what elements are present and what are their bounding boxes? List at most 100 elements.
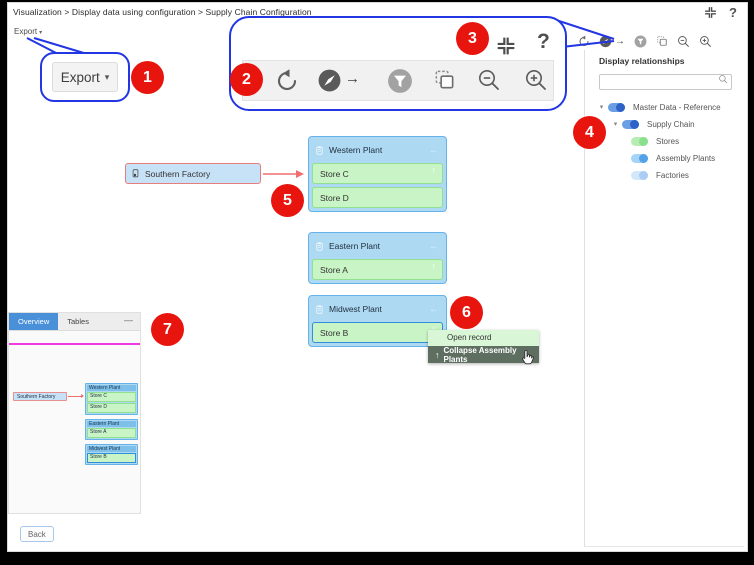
diagram-toolbar: → (578, 31, 748, 51)
mini-group-title: Midwest Plant (87, 446, 136, 452)
toolbar-strip-magnified: → (242, 60, 554, 101)
group-eastern-plant[interactable]: Eastern Plant ← Store A ↑ (308, 232, 447, 284)
zoom-out-icon[interactable] (677, 35, 690, 48)
tab-overview[interactable]: Overview (9, 313, 59, 330)
group-western-plant[interactable]: Western Plant ← Store C ↑ Store D (308, 136, 447, 212)
tab-tables[interactable]: Tables (67, 317, 89, 326)
group-header[interactable]: Midwest Plant ← (312, 299, 443, 319)
pointer-cursor-icon (521, 349, 534, 366)
collapse-up-icon[interactable]: ↑ (431, 165, 437, 175)
caret-down-icon[interactable]: ▾ (599, 104, 604, 111)
group-header[interactable]: Western Plant ← (312, 140, 443, 160)
annotation-badge-7: 7 (151, 313, 184, 346)
callout-export-zoom: Export ▾ (40, 52, 130, 102)
help-icon: ? (537, 30, 550, 53)
duplicate-icon[interactable] (656, 35, 668, 47)
zoom-in-icon[interactable] (699, 35, 712, 48)
export-menu-button[interactable]: Export▾ (14, 27, 42, 36)
annotation-badge-1: 1 (131, 61, 164, 94)
search-input[interactable] (599, 73, 732, 90)
collapse-left-icon[interactable]: ← (429, 303, 439, 315)
up-arrow-icon: ↑ (435, 349, 440, 360)
node-southern-factory[interactable]: Southern Factory (125, 163, 261, 184)
mini-group-eastern-plant: Eastern Plant Store A (85, 419, 138, 440)
mini-group-title: Eastern Plant (87, 421, 136, 427)
toggle-supply-chain[interactable] (622, 119, 639, 129)
back-button[interactable]: Back (20, 526, 54, 542)
node-store-a[interactable]: Store A ↑ (312, 259, 443, 280)
viewport-indicator-line (9, 343, 140, 345)
mini-node-southern-factory: Southern Factory (13, 392, 67, 401)
overview-tabbar: Overview Tables — (9, 313, 140, 331)
group-title: Eastern Plant (329, 241, 381, 251)
export-label: Export (14, 27, 38, 36)
mini-group-western-plant: Western Plant Store C Store D (85, 383, 138, 415)
tree-item-supply-chain[interactable]: ▾ Supply Chain (585, 116, 744, 133)
navigate-forward-icon[interactable] (599, 35, 612, 48)
clipboard-icon (315, 145, 324, 156)
tree-label: Assembly Plants (656, 153, 716, 163)
context-menu: Open record ↑ Collapse Assembly Plants (428, 330, 539, 364)
mini-store: Store C (87, 392, 136, 402)
mini-store: Store B (87, 453, 136, 463)
panel-title: Display relationships (599, 56, 685, 66)
collapse-left-icon[interactable]: ← (429, 240, 439, 252)
collapse-left-icon[interactable]: ← (429, 144, 439, 156)
group-midwest-plant[interactable]: Midwest Plant ← Store B ↑ (308, 295, 447, 347)
filter-icon (387, 68, 413, 94)
mini-group-midwest-plant: Midwest Plant Store B (85, 444, 138, 465)
clipboard-icon (315, 241, 324, 252)
chevron-down-icon: ▾ (39, 30, 43, 36)
menu-item-open-record[interactable]: Open record (428, 330, 539, 346)
filter-icon[interactable] (634, 35, 647, 48)
mini-store: Store D (87, 403, 136, 413)
zoom-in-icon (524, 68, 548, 92)
store-label: Store B (320, 327, 349, 338)
export-button-magnified: Export ▾ (52, 62, 118, 92)
clipboard-icon (315, 304, 324, 315)
undo-icon[interactable] (578, 35, 590, 47)
node-store-d[interactable]: Store D (312, 187, 443, 208)
store-label: Store A (320, 264, 348, 275)
group-title: Midwest Plant (329, 304, 382, 314)
node-store-b[interactable]: Store B ↑ (312, 322, 443, 343)
tree-item-assembly-plants[interactable]: Assembly Plants (585, 150, 744, 167)
tree-label: Stores (656, 136, 680, 146)
breadcrumb[interactable]: Visualization > Display data using confi… (13, 7, 312, 17)
arrow-right-icon: → (345, 70, 360, 87)
mini-store: Store A (87, 428, 136, 438)
zoom-out-icon (477, 68, 501, 92)
export-label: Export (60, 69, 100, 85)
caret-down-icon[interactable]: ▾ (613, 121, 618, 128)
collapse-up-icon[interactable]: ↑ (431, 261, 437, 271)
tree-item-master-data[interactable]: ▾ Master Data - Reference (585, 99, 744, 116)
mini-connector-arrow (68, 394, 84, 398)
group-header[interactable]: Eastern Plant ← (312, 236, 443, 256)
menu-item-label: Collapse Assembly Plants (443, 345, 517, 364)
tree-item-factories[interactable]: Factories (585, 167, 744, 184)
toggle-master-data[interactable] (608, 102, 625, 112)
tree-label: Master Data - Reference (633, 102, 721, 112)
relationships-tree: ▾ Master Data - Reference ▾ Supply Chain… (585, 99, 744, 184)
navigate-forward-icon (317, 68, 342, 93)
group-title: Western Plant (329, 145, 383, 155)
store-label: Store C (320, 168, 349, 179)
display-relationships-panel: Display relationships ▾ Master Data - Re… (584, 50, 744, 547)
undo-icon (275, 68, 299, 92)
annotation-badge-5: 5 (271, 184, 304, 217)
collapse-up-icon[interactable]: ↑ (431, 324, 437, 334)
annotation-badge-6: 6 (450, 296, 483, 329)
node-store-c[interactable]: Store C ↑ (312, 163, 443, 184)
minimize-icon[interactable]: — (124, 315, 133, 325)
toggle-stores[interactable] (631, 136, 648, 146)
annotation-badge-4: 4 (573, 116, 606, 149)
toggle-assembly-plants[interactable] (631, 153, 648, 163)
node-label: Southern Factory (145, 168, 211, 179)
store-label: Store D (320, 192, 349, 203)
toggle-factories[interactable] (631, 170, 648, 180)
annotation-badge-2: 2 (230, 63, 263, 96)
collapse-view-icon[interactable] (704, 6, 717, 19)
tree-item-stores[interactable]: Stores (585, 133, 744, 150)
help-icon[interactable]: ? (729, 5, 737, 20)
menu-item-collapse-assembly-plants[interactable]: ↑ Collapse Assembly Plants (428, 345, 539, 364)
